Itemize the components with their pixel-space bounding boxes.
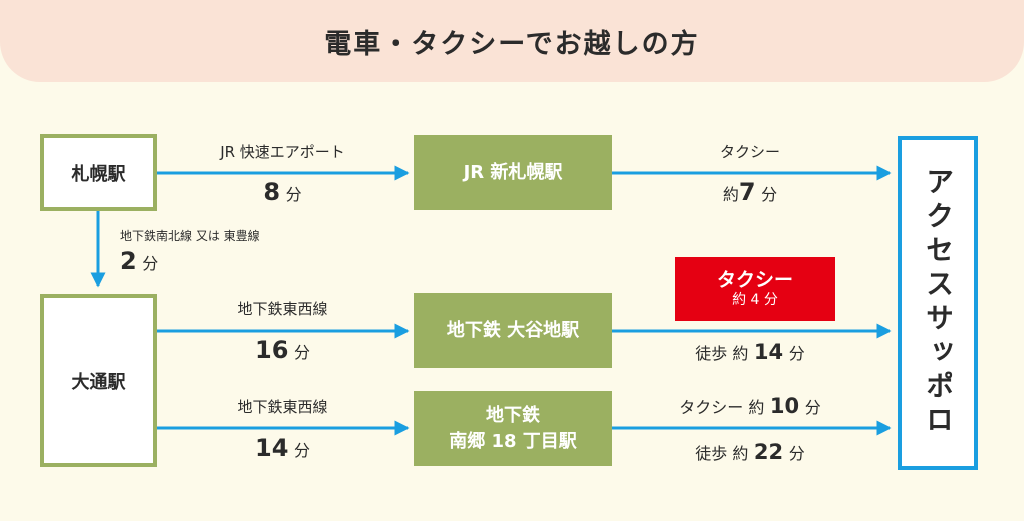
route-time-walk-nango: 徒歩 約 22 分 — [695, 440, 805, 464]
route-time-namboku-toho: 2 分 — [120, 247, 159, 275]
route-label-jr-airport: JR 快速エアポート — [220, 143, 345, 161]
station-sapporo-label: 札幌駅 — [71, 163, 126, 185]
route-time-jr-airport: 8 分 — [263, 178, 302, 206]
route-time-tozai-nango: 14 分 — [255, 434, 310, 462]
route-time-taxi-shin: 約7 分 — [722, 178, 778, 206]
route-label-namboku-toho: 地下鉄南北線 又は 東豊線 — [120, 229, 260, 243]
taxi-highlight-label: タクシー — [716, 268, 793, 291]
route-time-taxi-nango: タクシー 約 10 分 — [679, 394, 821, 418]
station-odori: 大通駅 — [40, 294, 157, 467]
station-sapporo: 札幌駅 — [40, 134, 157, 211]
station-odori-label: 大通駅 — [71, 371, 126, 393]
station-nango-line1: 地下鉄 — [486, 405, 540, 427]
station-nango-line2: 南郷 18 丁目駅 — [449, 430, 577, 452]
taxi-highlight-box: タクシー 約 4 分 — [675, 257, 835, 321]
route-label-tozai-oyachi: 地下鉄東西線 — [237, 300, 328, 318]
station-oyachi-label: 地下鉄 大谷地駅 — [446, 319, 580, 341]
station-shin-sapporo-label: JR 新札幌駅 — [463, 161, 563, 183]
taxi-highlight-time: 約 4 分 — [732, 292, 778, 309]
station-nango-18: 地下鉄 南郷 18 丁目駅 — [414, 391, 612, 466]
destination-label: アクセスサッポロ — [922, 167, 955, 439]
header-banner: 電車・タクシーでお越しの方 — [0, 0, 1024, 82]
page-title: 電車・タクシーでお越しの方 — [324, 28, 700, 60]
route-label-taxi-shin: タクシー — [719, 143, 780, 161]
station-shin-sapporo: JR 新札幌駅 — [414, 135, 612, 210]
route-time-walk-oyachi: 徒歩 約 14 分 — [695, 340, 805, 364]
route-label-tozai-nango: 地下鉄東西線 — [237, 398, 328, 416]
route-time-tozai-oyachi: 16 分 — [255, 336, 310, 364]
station-oyachi: 地下鉄 大谷地駅 — [414, 293, 612, 368]
destination-box: アクセスサッポロ — [898, 136, 978, 470]
